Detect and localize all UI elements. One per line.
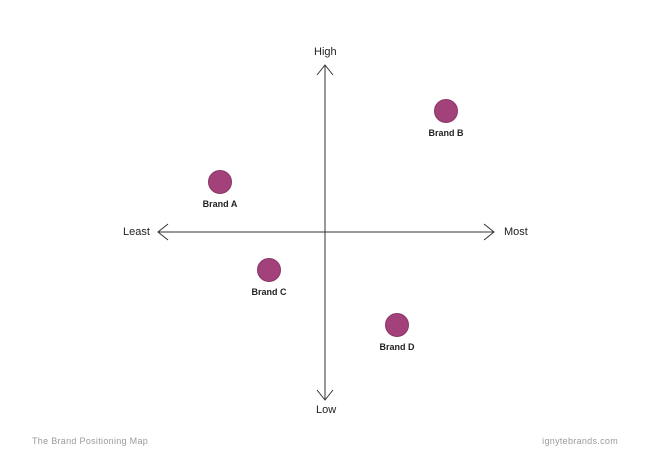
brand-b-marker [434, 99, 458, 123]
arrow-right-icon [483, 223, 495, 241]
footer-title: The Brand Positioning Map [32, 436, 149, 446]
brand-d-label: Brand D [379, 342, 415, 352]
arrow-down-icon [316, 389, 334, 401]
footer-site-link[interactable]: ignytebrands.com [542, 436, 618, 446]
brand-d-marker [385, 313, 409, 337]
brand-c-marker [257, 258, 281, 282]
axis-label-low: Low [316, 404, 337, 416]
axis-label-least: Least [123, 226, 150, 238]
axis-label-high: High [314, 46, 337, 58]
brand-c-label: Brand C [251, 287, 287, 297]
brand-a-marker [208, 170, 232, 194]
brand-a-label: Brand A [202, 199, 238, 209]
arrow-up-icon [316, 64, 334, 76]
brand-b-label: Brand B [428, 128, 464, 138]
axis-label-most: Most [504, 226, 528, 238]
arrow-left-icon [157, 223, 169, 241]
